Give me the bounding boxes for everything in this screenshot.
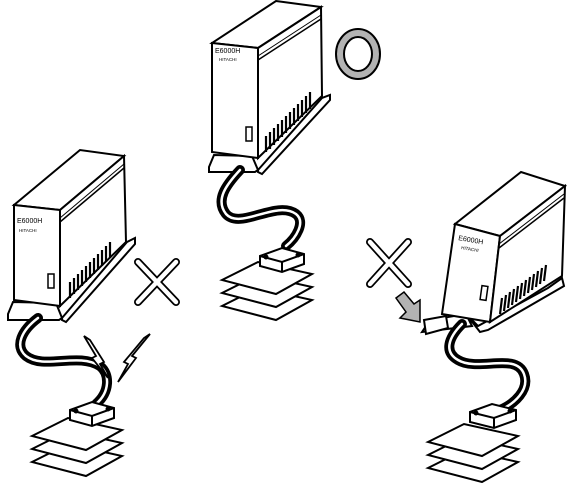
center-unit-base	[208, 93, 331, 176]
right-cable	[444, 319, 531, 415]
center-unit-brand-label: HITACHI	[219, 57, 237, 62]
right-unit-obstruction	[422, 314, 450, 336]
center-unit-model-label: E6000H	[215, 48, 240, 55]
right-unit: E6000H HITACHI	[419, 170, 568, 334]
left-cable	[15, 313, 112, 409]
right-unit-vents	[498, 264, 548, 315]
left-unit-power-button	[47, 273, 55, 289]
left-connector	[69, 400, 115, 428]
left-stress-lightning-icon	[83, 333, 151, 383]
left-unit-model-label: E6000H	[17, 218, 42, 225]
correct-circle-icon	[335, 28, 381, 80]
right-connector	[469, 402, 517, 430]
right-board-stack	[425, 402, 521, 483]
left-unit: E6000H HITACHI	[7, 148, 136, 324]
center-board-stack	[219, 246, 315, 322]
right-wrong-cross-icon	[366, 238, 412, 288]
right-unit-model-label: E6000H	[458, 235, 484, 246]
left-unit-brand-label: HITACHI	[19, 228, 37, 233]
center-connector	[259, 246, 305, 274]
left-board-stack	[29, 400, 125, 478]
center-unit-side	[257, 5, 324, 161]
right-pointer-arrow-icon	[394, 290, 421, 323]
left-unit-vents	[68, 242, 112, 298]
right-unit-side	[488, 183, 567, 324]
center-unit: E6000H HITACHI	[208, 0, 331, 176]
center-unit-power-button	[245, 126, 253, 142]
left-unit-side	[59, 153, 128, 309]
center-cable	[216, 165, 306, 251]
right-unit-power-button	[479, 284, 489, 302]
center-unit-vents	[264, 92, 312, 152]
left-wrong-cross-icon	[134, 258, 180, 306]
right-unit-brand-label: HITACHI	[461, 245, 479, 253]
